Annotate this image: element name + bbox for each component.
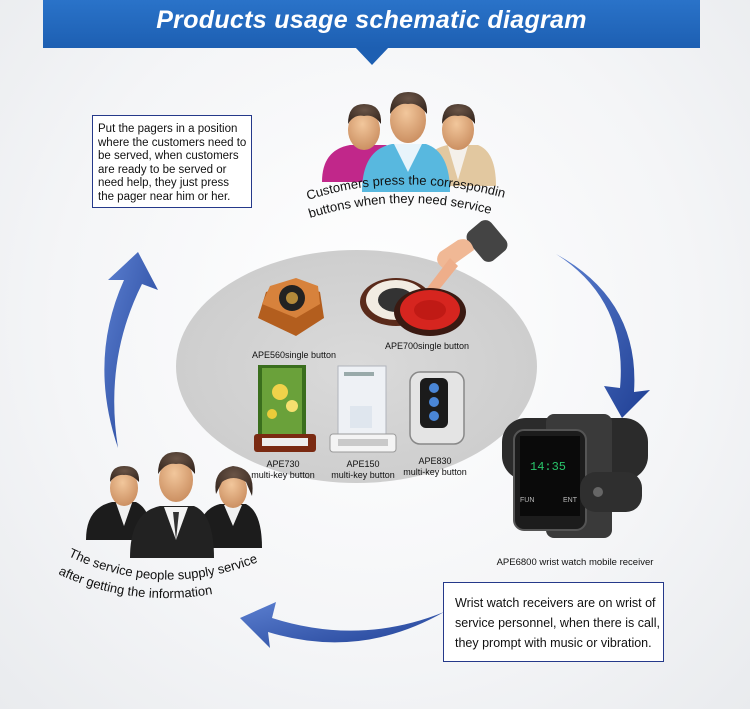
note-line: Wrist watch receivers are on wrist of — [455, 596, 656, 610]
ape730-type: multi-key button — [251, 470, 315, 480]
ape830-button-device — [409, 371, 465, 445]
ape150-button-device — [329, 365, 397, 453]
note-line: service personnel, when there is call, — [455, 616, 660, 630]
ape6800-watch-device: 14:35 FUN ENT — [502, 414, 648, 538]
usage-note-receivers: Wrist watch receivers are on wrist of se… — [443, 582, 664, 662]
arrow-left — [104, 252, 158, 448]
ape150-model: APE150 — [346, 459, 380, 469]
ape730-label: APE730 multi-key button — [246, 459, 320, 481]
note-line: Put the pagers in a position — [98, 123, 238, 135]
ape6800-label: APE6800 wrist watch mobile receiver — [496, 557, 654, 568]
ape150-label: APE150 multi-key button — [326, 459, 400, 481]
service-staff-group-icon — [86, 452, 262, 558]
watch-time-text: 14:35 — [530, 460, 566, 474]
arrow-right — [556, 254, 650, 418]
note-line: are ready to be served or — [98, 163, 227, 176]
diagram-title: Products usage schematic diagram — [156, 6, 587, 34]
ape700-button-device — [360, 278, 466, 336]
note-line: need help, they just press — [98, 177, 230, 189]
customers-group-icon — [322, 92, 496, 192]
watch-ent-key: ENT — [563, 497, 578, 504]
watch-fun-key: FUN — [520, 497, 534, 504]
note-line: be served, when customers — [98, 150, 239, 162]
ape830-model: APE830 — [418, 456, 452, 466]
banner-notch — [355, 47, 389, 65]
ape830-type: multi-key button — [403, 467, 467, 477]
note-line: they prompt with music or vibration. — [455, 636, 652, 650]
ape560-label: APE560single button — [251, 350, 337, 360]
title-banner: Products usage schematic diagram — [43, 0, 700, 48]
ape560-button-device — [258, 278, 324, 336]
ape730-model: APE730 — [266, 459, 300, 469]
note-line: the pager near him or her. — [98, 190, 231, 203]
ape830-label: APE830 multi-key button — [398, 456, 472, 478]
note-line: where the customers need to — [98, 136, 247, 149]
arrow-bottom — [240, 602, 444, 648]
ape730-button-device — [254, 365, 316, 452]
ape700-label: APE700single button — [384, 341, 470, 351]
usage-note-pagers: Put the pagers in a position where the c… — [92, 115, 252, 208]
ape150-type: multi-key button — [331, 470, 395, 480]
